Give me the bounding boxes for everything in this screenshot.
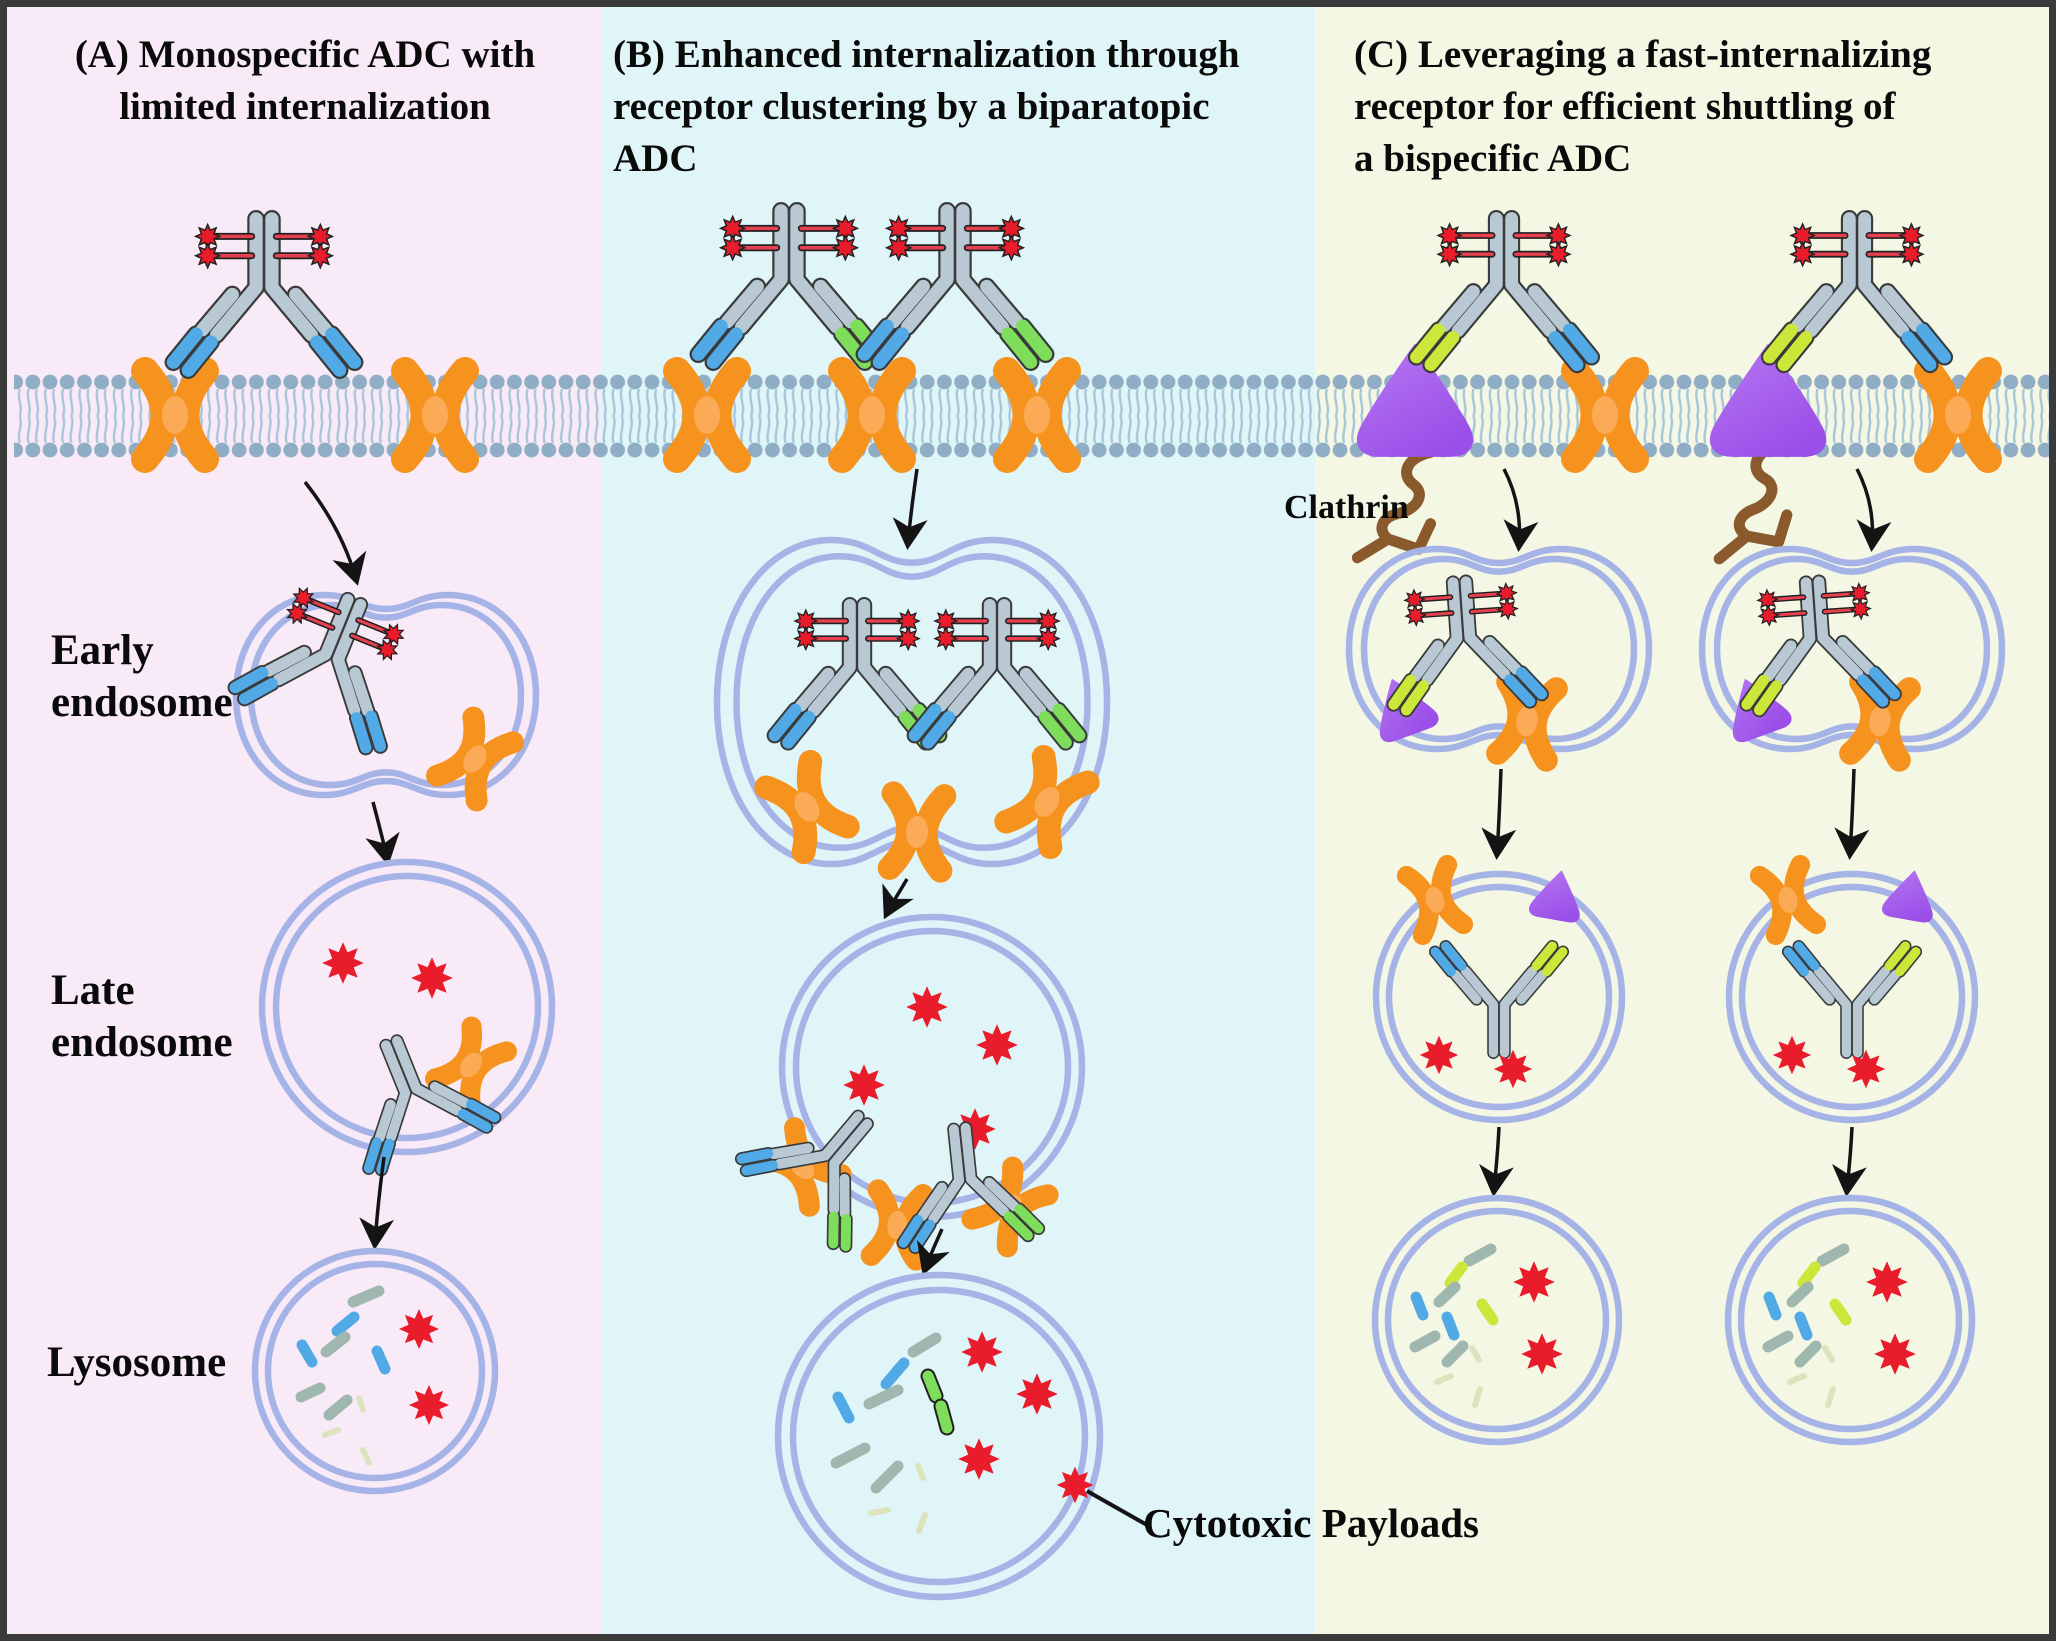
receptor-orange-icon	[766, 762, 848, 852]
payload-star-icon	[1016, 1373, 1058, 1415]
panel-c-title-line2: receptor for efficient shuttling of	[1354, 84, 1896, 128]
arrow-icon	[882, 878, 914, 920]
payload-star-icon	[1874, 1333, 1916, 1375]
panel-c-diagram	[1349, 219, 2002, 1443]
payload-star-icon	[1866, 1261, 1908, 1303]
degraded-fragments	[295, 1285, 391, 1466]
panel-a-title-line2: limited internalization	[119, 84, 491, 128]
arrow-icon	[916, 1228, 950, 1276]
lysosome-c2	[1728, 1198, 1972, 1442]
arrow-icon	[365, 801, 400, 866]
payload-star-icon	[906, 986, 948, 1028]
early-endosome-label: Early endosome	[51, 627, 233, 727]
panel-a-diagram	[145, 219, 552, 1491]
arrow-icon	[1832, 1126, 1867, 1197]
early-endosome-a	[233, 573, 536, 801]
payload-star-icon	[958, 1438, 1000, 1480]
arrow-icon	[359, 1156, 395, 1250]
degraded-fragments	[830, 1332, 955, 1534]
payload-callout-line	[1086, 1489, 1148, 1527]
adc-antibody-monospecific	[173, 219, 354, 370]
payload-star-icon	[1846, 1049, 1886, 1089]
adc-antibody-biparatopic	[775, 605, 940, 743]
degraded-fragments	[1409, 1243, 1499, 1408]
payload-star-icon	[1419, 1035, 1459, 1075]
payload-star-icon	[399, 1309, 439, 1349]
clathrin-label: Clathrin	[1284, 489, 1409, 526]
panel-b-title: (B) Enhanced internalization through rec…	[613, 29, 1367, 185]
lysosome-b	[778, 1275, 1100, 1597]
lysosome-a	[255, 1251, 495, 1491]
early-endosome-b	[717, 540, 1107, 871]
adc-antibody-bispecific	[1386, 577, 1543, 711]
payload-star-icon	[1056, 1466, 1094, 1504]
panel-a-title-line1: (A) Monospecific ADC with	[74, 33, 536, 76]
adc-antibody-biparatopic	[915, 605, 1080, 743]
payload-star-icon	[1521, 1333, 1563, 1375]
receptor-orange-icon	[890, 793, 945, 870]
payload-star-icon	[1493, 1049, 1533, 1089]
late-endosome-b	[738, 917, 1082, 1260]
arrow-icon	[303, 480, 367, 586]
payload-star-icon	[1513, 1261, 1555, 1303]
degraded-fragments	[1762, 1243, 1852, 1408]
antibody-released	[1788, 946, 1916, 1053]
clathrin-icon	[1705, 444, 1792, 559]
payload-star-icon	[409, 1385, 449, 1425]
adc-antibody-bispecific	[1416, 219, 1591, 365]
payload-star-icon	[411, 957, 453, 999]
late-endosome-c1	[1376, 865, 1622, 1120]
late-endosome-c2	[1729, 865, 1975, 1120]
payload-star-icon	[976, 1024, 1018, 1066]
lysosome-c1	[1375, 1198, 1619, 1442]
arrow-icon	[1855, 468, 1892, 552]
payload-star-icon	[1772, 1035, 1812, 1075]
arrow-icon	[1479, 1126, 1514, 1197]
adc-antibody-bispecific	[1739, 577, 1896, 711]
early-endosome-c2	[1702, 549, 2002, 760]
arrow-icon	[1834, 768, 1870, 860]
adc-antibody-monospecific	[233, 573, 427, 753]
arrow-icon	[1481, 768, 1517, 860]
adc-antibody-bispecific	[1769, 219, 1944, 365]
payload-star-icon	[843, 1064, 885, 1106]
panel-c-title-line1: (C) Leveraging a fast-internalizing	[1354, 33, 1932, 76]
panel-c-title: (C) Leveraging a fast-internalizing rece…	[1354, 29, 2049, 185]
arrow-icon	[892, 468, 928, 550]
payload-star-icon	[961, 1331, 1003, 1373]
early-endosome-c1	[1349, 549, 1649, 760]
lysosome-label: Lysosome	[47, 1339, 227, 1386]
panel-c-background	[1315, 7, 2049, 1634]
panel-c-title-line3: a bispecific ADC	[1354, 136, 1632, 180]
receptor-orange-icon	[437, 717, 513, 800]
late-endosome-label: Late endosome	[51, 967, 233, 1067]
arrow-icon	[1502, 468, 1539, 552]
panel-b-title-line2: receptor clustering by a biparatopic	[613, 84, 1210, 128]
adc-antibody-biparatopic	[698, 211, 879, 362]
panel-b-title-line3: ADC	[613, 136, 698, 180]
payload-star-icon	[322, 942, 364, 984]
panel-a-background	[7, 7, 602, 1634]
cytotoxic-payloads-label: Cytotoxic Payloads	[1143, 1500, 1479, 1546]
adc-antibody-biparatopic	[864, 211, 1045, 362]
late-endosome-a	[262, 862, 552, 1174]
antibody-released	[1435, 946, 1563, 1053]
panel-b-diagram	[677, 211, 1148, 1597]
panel-a-title: (A) Monospecific ADC with limited intern…	[15, 29, 595, 133]
panel-b-title-line1: (B) Enhanced internalization through	[613, 33, 1240, 76]
diagram-canvas	[14, 7, 2049, 1641]
